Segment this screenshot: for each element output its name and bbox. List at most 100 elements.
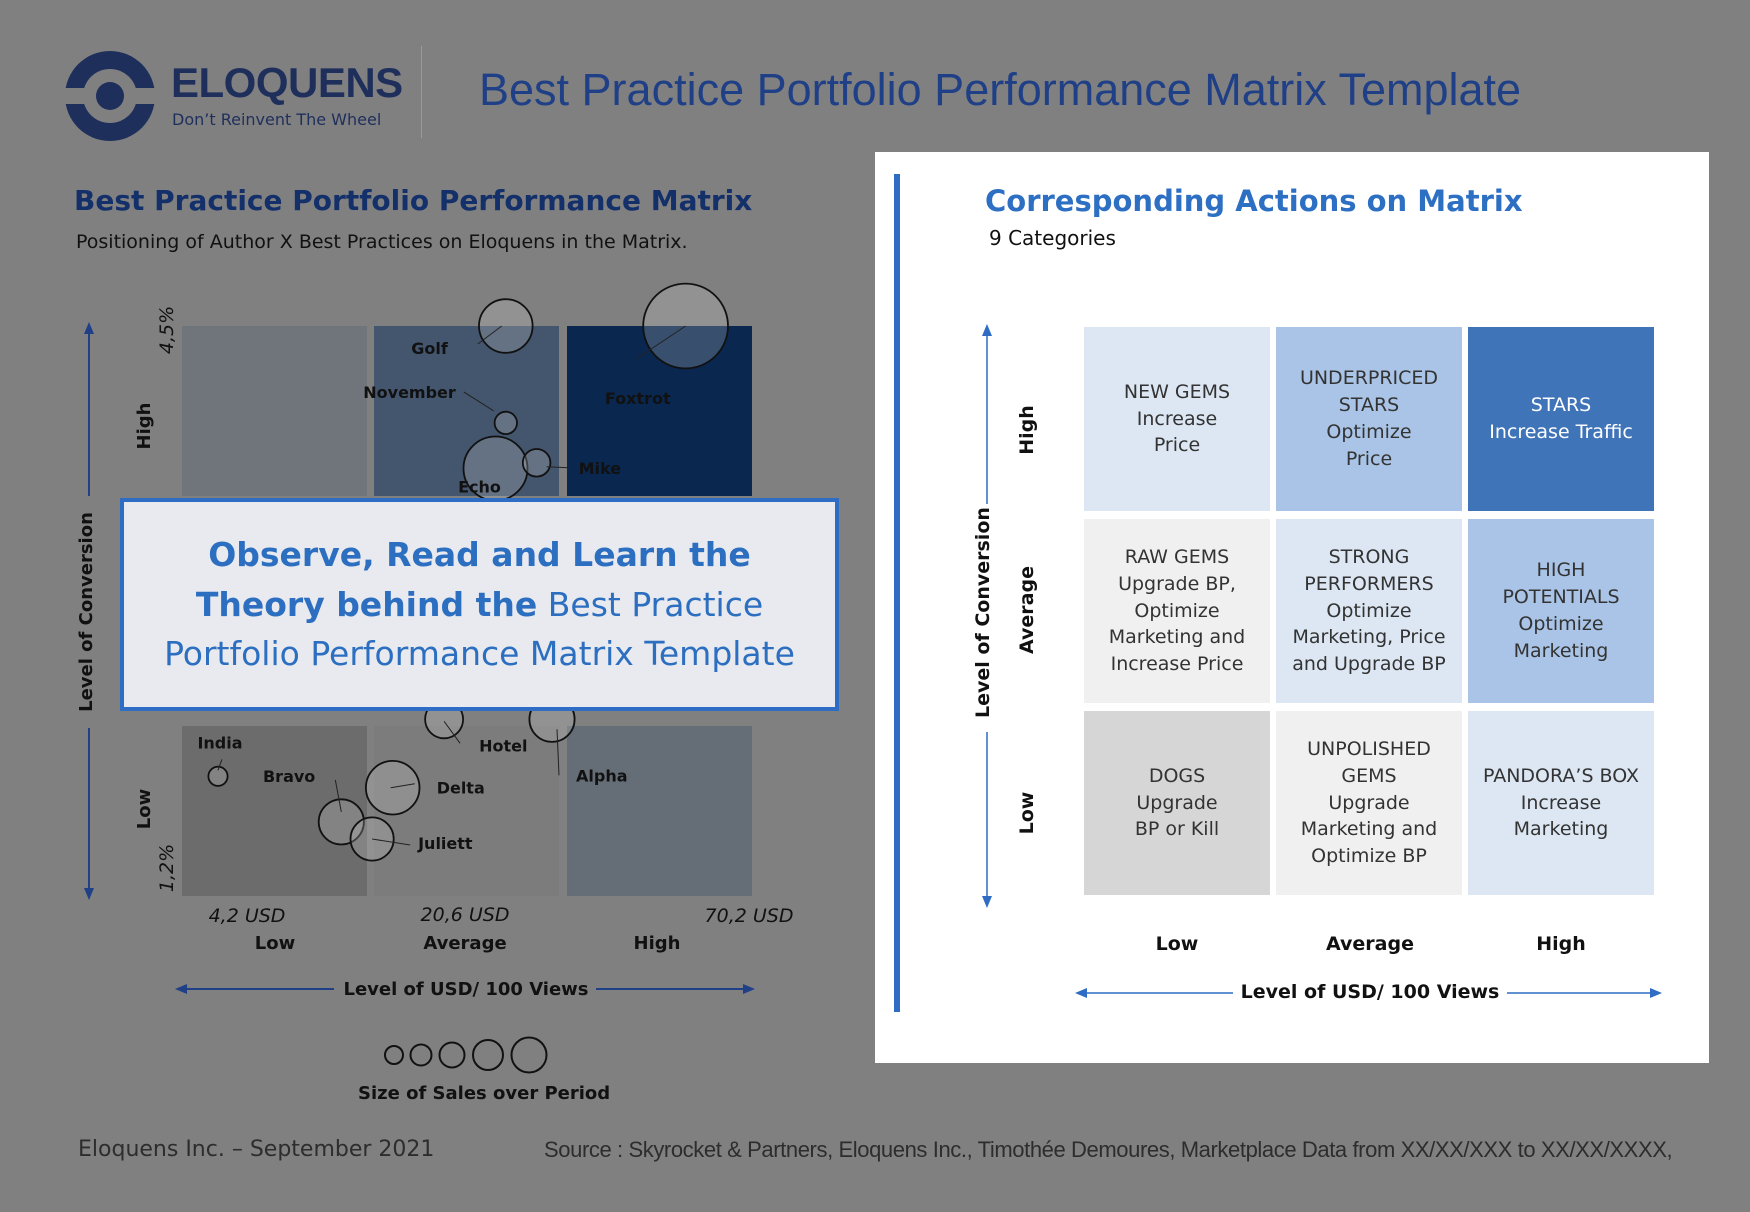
bubble-label-bravo: Bravo [263, 767, 315, 786]
actions-title: Corresponding Actions on Matrix [985, 184, 1523, 218]
leader-line-juliett [372, 838, 411, 846]
matrix-zone-2-0 [182, 726, 367, 896]
leader-line-india [217, 759, 223, 771]
action-cell-line: Upgrade [1328, 791, 1410, 814]
leader-line-alpha [556, 729, 560, 776]
x-category-average: Average [423, 933, 506, 954]
action-cell-line: Increase Price [1110, 653, 1244, 676]
action-cell-text: STARS Increase Traffic [1489, 392, 1633, 446]
bubble-juliett[interactable] [349, 816, 395, 862]
actions-axes [982, 324, 1662, 998]
action-cell-line: Upgrade BP, [1118, 572, 1236, 595]
size-legend-circle-2 [409, 1043, 433, 1067]
size-legend-circle-5 [510, 1036, 548, 1074]
bubble-label-november: November [363, 383, 456, 402]
learn-theory-banner[interactable]: Observe, Read and Learn the Theory behin… [120, 498, 839, 711]
action-cell-line: Price [1153, 434, 1201, 457]
x-tick-low: 4,2 USD [209, 905, 286, 927]
matrix-zone-0-2 [567, 326, 752, 496]
action-cell-line: and Upgrade BP [1292, 653, 1446, 676]
y-tick-bottom: 1,2% [156, 844, 178, 892]
bubble-india[interactable] [207, 765, 229, 787]
y-category-high: High [134, 403, 155, 450]
size-legend-circle-4 [472, 1039, 504, 1071]
action-cell-text: DOGS Upgrade BP or Kill [1135, 763, 1219, 844]
size-legend-circles [384, 1036, 548, 1074]
col-label-high: High [1536, 933, 1586, 955]
bubble-november[interactable] [493, 410, 518, 435]
right-y-arrow-up [982, 324, 992, 336]
row-label-average: Average [1016, 566, 1038, 654]
leader-line-foxtrot [637, 325, 686, 359]
leader-line-hotel [443, 721, 461, 744]
bubble-mike[interactable] [521, 448, 552, 478]
bubble-label-delta: Delta [437, 779, 485, 798]
leader-line-mike [546, 466, 569, 469]
action-cell-line: Marketing [1513, 818, 1609, 841]
y-axis-arrow-down [84, 888, 94, 900]
eloquens-logo-icon[interactable] [62, 48, 158, 144]
bubble-golf[interactable] [478, 298, 534, 354]
action-cell-line: PERFORMERS [1304, 572, 1434, 595]
y-category-low: Low [134, 789, 155, 829]
x-axis-label: Level of USD/ 100 Views [343, 979, 588, 1000]
panel-accent-bar [894, 174, 900, 1012]
action-cell-line: STARS [1530, 394, 1592, 417]
size-legend-circle-3 [438, 1041, 466, 1069]
banner-text: Observe, Read and Learn the Theory behin… [160, 530, 800, 679]
action-cell-line: HIGH [1536, 559, 1586, 582]
x-tick-high: 70,2 USD [705, 905, 794, 927]
x-category-low: Low [255, 933, 295, 954]
action-cell-line: Marketing [1513, 639, 1609, 662]
size-legend-circle-1 [384, 1045, 404, 1065]
right-x-arrow-left [1075, 988, 1087, 998]
bubble-label-foxtrot: Foxtrot [605, 389, 671, 408]
action-cell-line: GEMS [1341, 764, 1397, 787]
bubble-label-alpha: Alpha [576, 766, 628, 785]
col-label-low: Low [1155, 933, 1199, 955]
right-x-arrow-right [1650, 988, 1662, 998]
action-cell-line: STRONG [1328, 545, 1410, 568]
page-title: Best Practice Portfolio Performance Matr… [479, 64, 1522, 115]
x-axis-arrow-left [175, 984, 187, 994]
leader-line-bravo [334, 779, 342, 812]
row-label-low: Low [1016, 791, 1038, 835]
action-cell-line: BP or Kill [1134, 818, 1220, 841]
action-cell-line: Upgrade [1136, 791, 1218, 814]
action-cell-line: Increase Traffic [1489, 421, 1633, 443]
action-cell-line: DOGS [1148, 764, 1206, 787]
right-y-axis-label: Level of Conversion [972, 507, 994, 718]
action-cell-line: Optimize BP [1311, 845, 1427, 868]
right-x-axis-label: Level of USD/ 100 Views [1240, 981, 1500, 1003]
action-cell-stars[interactable]: STARS Increase Traffic [1468, 327, 1654, 511]
bubbles-layer: GolfFoxtrotNovemberEchoMikeHotelAlphaInd… [197, 282, 729, 862]
action-cell-line: Marketing and [1108, 626, 1246, 649]
action-cell-line: Increase [1136, 407, 1218, 430]
bubble-label-echo: Echo [458, 478, 501, 497]
size-legend-label: Size of Sales over Period [358, 1083, 611, 1104]
banner-text-bold: Observe, Read and Learn the Theory behin… [195, 535, 751, 624]
bubble-bravo[interactable] [317, 798, 365, 846]
action-cell-line: Optimize [1518, 613, 1604, 635]
action-cell-dogs[interactable]: DOGS Upgrade BP or Kill [1084, 711, 1270, 895]
leader-line-golf [477, 325, 503, 345]
action-cell-line: UNPOLISHED [1307, 737, 1431, 760]
brand-name: ELOQUENS [171, 59, 403, 106]
row-label-high: High [1016, 405, 1038, 455]
y-axis-arrow-up [84, 322, 94, 334]
y-axis-label: Level of Conversion [76, 512, 97, 712]
actions-subtitle: 9 Categories [989, 226, 1116, 250]
leader-line-november [463, 391, 495, 412]
